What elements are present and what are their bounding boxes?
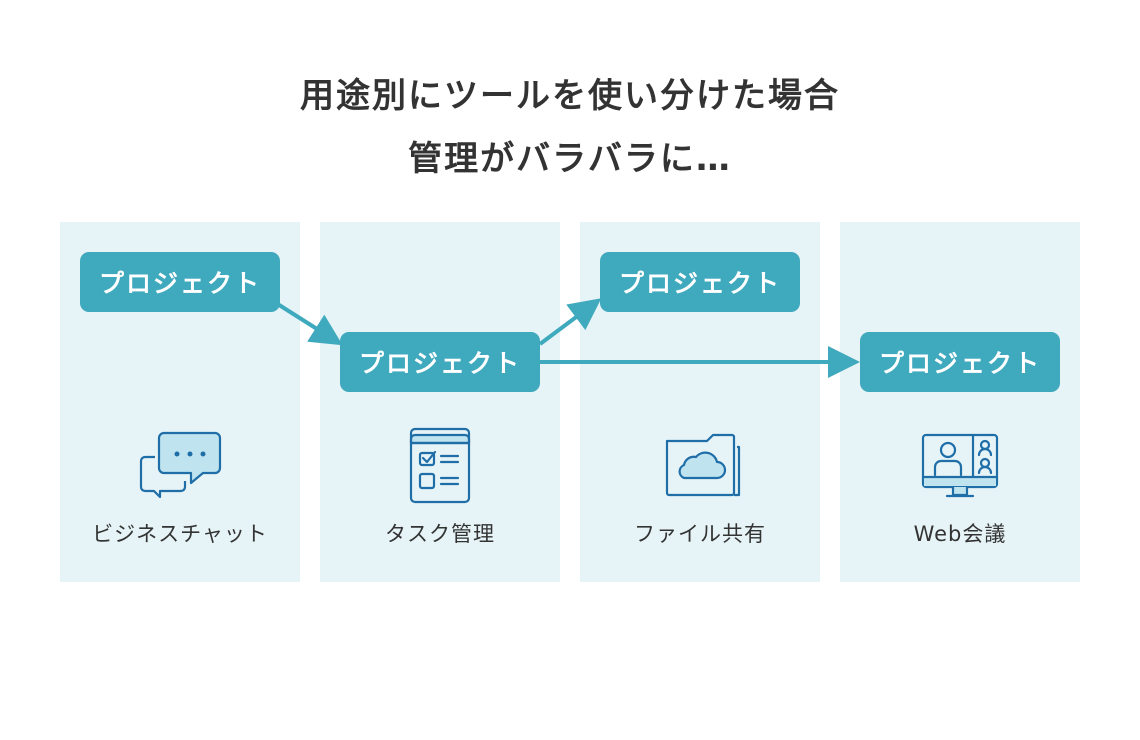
title-line-2: 管理がバラバラに… (408, 139, 732, 179)
label-web-meeting: Web会議 (913, 522, 1007, 546)
cloud-folder-icon (665, 433, 741, 497)
project-box-file: プロジェクト (600, 252, 800, 312)
arrow-chat-to-task (274, 301, 343, 346)
chat-bubbles-icon (139, 431, 222, 499)
project-box-chat: プロジェクト (80, 252, 280, 312)
label-business-chat: ビジネスチャット (92, 522, 268, 546)
project-box-meeting: プロジェクト (860, 332, 1060, 392)
video-conference-icon (921, 433, 999, 498)
title-line-1: 用途別にツールを使い分けた場合 (300, 76, 840, 116)
panel-task-management (320, 222, 560, 582)
label-task-management: タスク管理 (385, 522, 495, 546)
project-box-task: プロジェクト (340, 332, 540, 392)
panel-web-meeting (840, 222, 1080, 582)
checklist-icon (409, 427, 471, 504)
arrow-task-to-file (538, 298, 602, 346)
label-file-sharing: ファイル共有 (634, 522, 766, 546)
